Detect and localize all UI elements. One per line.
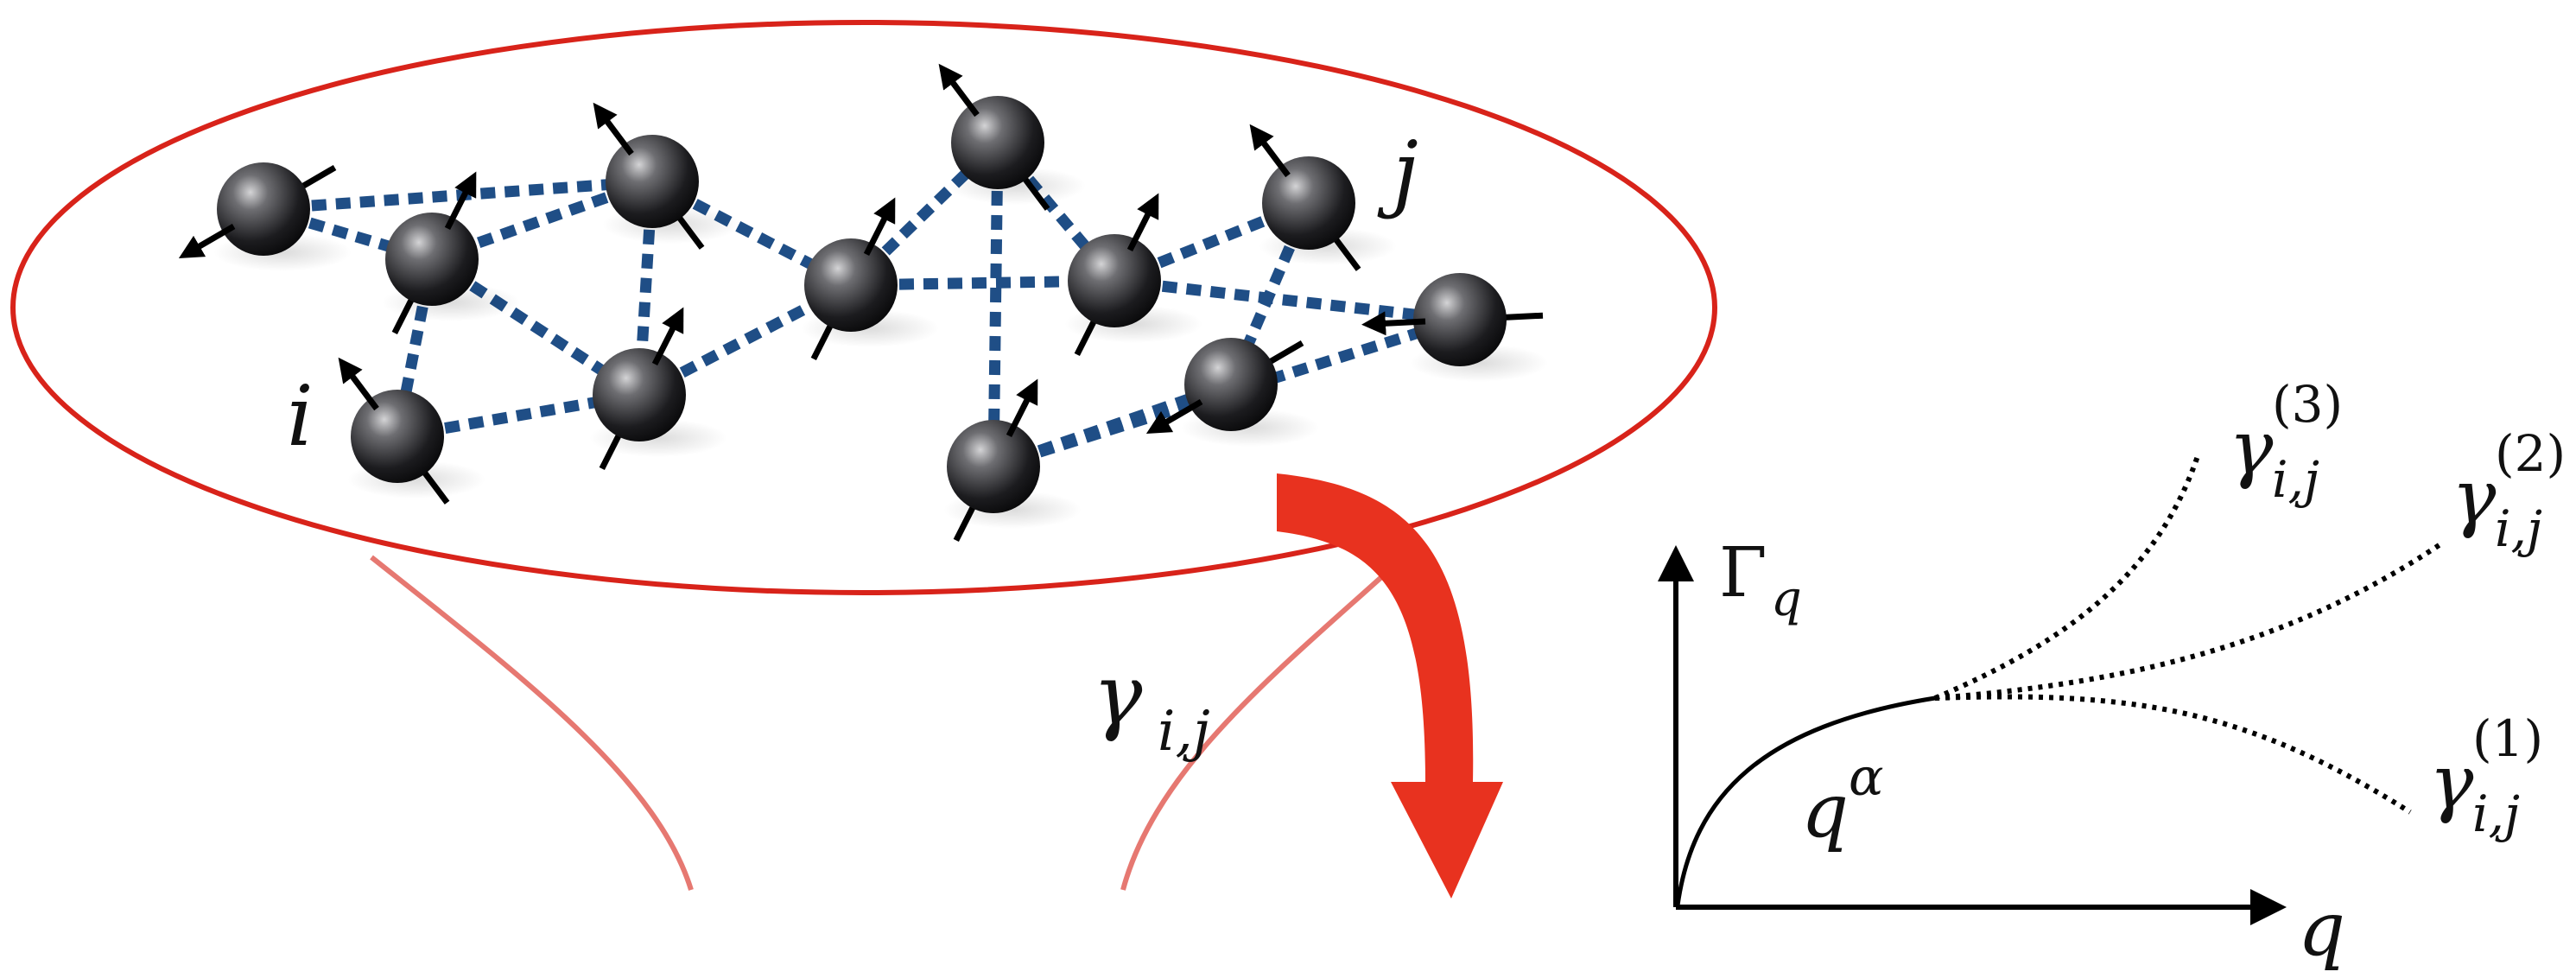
svg-text:i,j: i,j: [2495, 499, 2542, 558]
site-label-j: j: [1377, 124, 1418, 220]
y-axis-label: Γ: [1719, 532, 1767, 613]
funnel-right-line: [1120, 550, 1411, 891]
power-law-curve: [1675, 695, 1936, 906]
spin-arrow: [444, 171, 477, 230]
branch-1-label: γ (1) i,j: [2429, 709, 2543, 843]
spin-sphere: [1184, 338, 1278, 431]
spin-arrow: [1145, 398, 1203, 435]
spin-sphere: [1262, 156, 1355, 250]
spin-sphere: [385, 213, 479, 306]
lattice-ellipse: [10, 20, 1717, 595]
spin-sphere: [351, 390, 444, 483]
bond-line: [1114, 275, 1461, 326]
spin-particle: [1249, 124, 1397, 271]
branch-3-label: γ (3) i,j: [2229, 375, 2343, 509]
spin-arrow: [863, 197, 896, 256]
branch-2-label: γ (2) i,j: [2452, 424, 2566, 558]
spin-sphere: [1068, 234, 1161, 327]
spin-particle: [589, 307, 727, 471]
svg-text:(3): (3): [2272, 375, 2343, 434]
branch-1-curve: [1934, 694, 2412, 815]
svg-text:i,j: i,j: [2272, 450, 2319, 509]
svg-text:(2): (2): [2495, 424, 2566, 483]
spin-arrow: [1126, 193, 1159, 251]
spin-arrow: [178, 223, 236, 259]
svg-text:γ: γ: [2429, 740, 2474, 826]
spin-sphere: [947, 420, 1040, 513]
spin-particle: [943, 378, 1082, 543]
funnel-left-line: [370, 555, 694, 891]
spin-sphere: [217, 162, 310, 256]
gamma-plot: Γ q q q α γ (3) i,j γ (2) i,j γ (1) i,j: [1658, 375, 2566, 973]
svg-text:i,j: i,j: [1158, 700, 1210, 764]
spin-arrow: [593, 102, 634, 156]
svg-text:γ: γ: [1093, 647, 1143, 744]
power-law-base: q: [1801, 768, 1849, 854]
branch-3-curve: [1933, 453, 2201, 701]
spin-arrow: [338, 357, 379, 411]
spin-particle: [178, 162, 352, 271]
spin-particle: [593, 102, 740, 250]
svg-text:i,j: i,j: [2472, 784, 2520, 843]
spin-sphere: [593, 348, 686, 441]
svg-text:γ: γ: [2229, 405, 2274, 492]
spin-arrow: [651, 307, 684, 365]
spin-particle: [382, 171, 520, 335]
spin-particle: [1145, 338, 1319, 447]
spin-particle: [801, 197, 939, 361]
coupling-label: γ i,j: [1093, 647, 1210, 764]
y-axis-sub: q: [1771, 571, 1802, 627]
branch-2-curve: [1934, 542, 2442, 701]
spin-arrow: [1249, 124, 1291, 178]
spin-particle: [1361, 273, 1548, 382]
spin-lattice: [178, 63, 1548, 543]
spin-arrow: [1361, 311, 1426, 336]
spin-sphere: [804, 238, 898, 332]
spin-arrow: [1006, 378, 1038, 437]
spin-sphere: [951, 96, 1044, 189]
spin-particle: [1064, 193, 1202, 357]
svg-text:(1): (1): [2472, 709, 2543, 768]
x-axis-label: q: [2298, 886, 2345, 973]
svg-text:γ: γ: [2452, 454, 2497, 541]
spin-sphere: [606, 135, 699, 228]
red-curved-arrow: [1277, 473, 1503, 899]
spin-particle: [338, 357, 485, 505]
spin-arrow: [938, 63, 980, 117]
power-law-exponent: α: [1849, 747, 1884, 808]
spin-sphere: [1413, 273, 1507, 366]
spin-particle: [938, 63, 1086, 211]
site-label-i: i: [287, 368, 314, 465]
